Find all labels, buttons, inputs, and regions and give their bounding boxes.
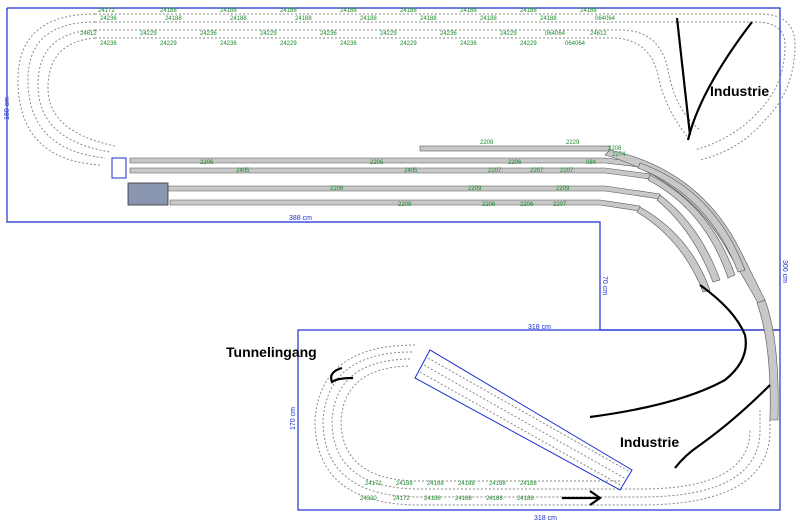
top-label-o3: 24188 [280,8,297,14]
dimension-markers: 388 cm 300 cm 70 cm 318 cm 170 cm 318 cm… [4,97,788,522]
top-label-m6: 24188 [480,16,497,22]
lower-i4: 24188 [486,496,503,502]
yard-r1-0: 2208 [480,140,494,146]
top-label-f0: 24236 [100,41,117,47]
top-label-m8: 064064 [595,16,616,22]
label-industrie-top: Industrie [710,83,769,99]
top-label-o5: 24188 [400,8,417,14]
yard-r4-0: 2206 [330,186,344,192]
yard-r3-2: 2207 [488,168,502,174]
dim-lower-width: 318 cm [528,324,551,331]
top-label-i1: 24229 [140,31,157,37]
top-label-f3: 24229 [280,41,297,47]
lower-track-labels: 24172 24188 24188 24188 24188 24188 2433… [360,481,537,502]
lower-o3: 24188 [458,481,475,487]
top-label-m5: 24188 [420,16,437,22]
yard-r3-0: 2405 [236,168,250,174]
yard-r3-3: 2207 [530,168,544,174]
yard-r5-0: 2208 [398,202,412,208]
lower-o4: 24188 [489,481,506,487]
yard-r2-1: 2206 [370,160,384,166]
top-track-labels: 24172 24188 24188 24188 24188 24188 2418… [80,8,616,47]
yard-tracks [129,145,779,421]
top-label-m1: 24188 [165,16,182,22]
top-label-f4: 24236 [340,41,357,47]
dim-mid-height: 70 cm [601,276,608,295]
top-label-m0: 24236 [100,16,117,22]
top-label-o6: 24188 [460,8,477,14]
top-label-m3: 24188 [295,16,312,22]
top-label-i7: 24229 [500,31,517,37]
yard-r4-2: 2209 [556,186,570,192]
dim-lower-left-height: 170 cm [290,407,297,430]
yard-r1-2: 2208 [608,146,622,152]
top-label-o4: 24188 [340,8,357,14]
yard-r2-2: 2206 [508,160,522,166]
top-label-f7: 24229 [520,41,537,47]
yard-r3-1: 2405 [404,168,418,174]
top-label-m4: 24188 [360,16,377,22]
lower-o2: 24188 [427,481,444,487]
ramp-section [414,349,633,491]
top-label-i0: 24612 [80,31,97,37]
top-label-i4: 24236 [320,31,337,37]
station-platform [127,182,169,206]
annotation-lines [330,17,771,506]
upper-oval-tracks [17,13,796,166]
lower-i0: 24330 [360,496,377,502]
yard-r2-3: 2274 [612,152,626,158]
baseboard-outline [6,7,781,511]
yard-r5-3: 2207 [553,202,567,208]
lower-o5: 24188 [520,481,537,487]
yard-r4-1: 2209 [468,186,482,192]
label-industrie-bottom: Industrie [620,434,679,450]
top-label-i5: 24229 [380,31,397,37]
top-label-f8: 064064 [565,41,586,47]
lower-i2: 24188 [424,496,441,502]
top-label-f1: 24229 [160,41,177,47]
ramp-tracks [419,357,631,487]
top-label-o0: 24172 [98,8,115,14]
yard-r1-1: 2229 [566,140,580,146]
dim-right-height: 300 cm [781,260,788,283]
top-label-o7: 24188 [520,8,537,14]
platform-edge-left [111,157,127,179]
lower-i3: 24188 [455,496,472,502]
dim-top-width: 388 cm [289,215,312,222]
top-label-o8: 24188 [580,8,597,14]
top-label-o2: 24188 [220,8,237,14]
lower-o0: 24172 [365,481,382,487]
top-label-i9: 24612 [590,31,607,37]
lower-i1: 24172 [393,496,410,502]
top-label-f2: 24236 [220,41,237,47]
lower-o1: 24188 [396,481,413,487]
lower-loop-tracks [314,344,771,506]
label-tunnel: Tunnelingang [226,344,317,360]
top-label-i6: 24236 [440,31,457,37]
top-label-i8: 064064 [545,31,566,37]
dim-left-height: 180 cm [4,97,11,120]
top-label-f5: 24229 [400,41,417,47]
top-label-f6: 24236 [460,41,477,47]
top-label-m2: 24188 [230,16,247,22]
yard-r3-4: 2207 [560,168,574,174]
yard-r2-0: 2206 [200,160,214,166]
yard-r5-1: 2206 [482,202,496,208]
top-label-o1: 24188 [160,8,177,14]
yard-r5-2: 2206 [520,202,534,208]
top-label-i2: 24236 [200,31,217,37]
lower-i5: 24188 [517,496,534,502]
top-label-m7: 24188 [540,16,557,22]
dim-lower-bottom-width: 318 cm [534,515,557,522]
top-label-i3: 24229 [260,31,277,37]
yard-labels: 2208 2229 2208 2206 2206 2206 2274 2405 … [200,140,626,208]
yard-r3-5: 084 [586,160,597,166]
